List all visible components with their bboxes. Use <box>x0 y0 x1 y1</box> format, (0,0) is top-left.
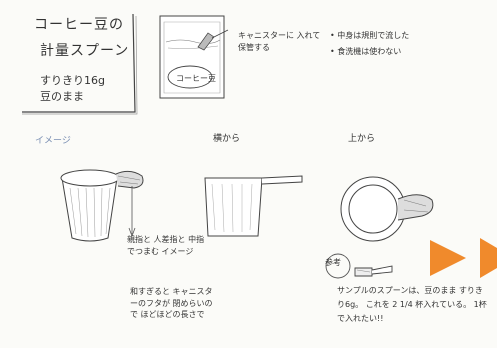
image-view-label: イメージ <box>35 136 71 146</box>
canister-note: キャニスターに 入れて保管する <box>238 31 321 52</box>
note-item1: • 中身は規則で流した <box>330 31 410 40</box>
warn-note: 和すぎると キャニスターのフタが 閉めらいので ほどほどの長さで <box>130 287 213 319</box>
reference-note: サンプルのスプーンは、豆のまま すりきり6g。 これを 2 1/4 杯入れている… <box>337 286 487 323</box>
next-arrow-icon[interactable] <box>430 238 497 278</box>
top-view-label: 上から <box>348 134 376 144</box>
side-view-label: 横から <box>213 134 241 144</box>
side-view-sketch <box>204 175 303 237</box>
canister-sketch <box>159 15 229 99</box>
cup-image-sketch <box>60 169 144 242</box>
title-line2: 計量スプーン <box>40 43 130 59</box>
bean-label: コーヒー豆 <box>176 74 216 83</box>
reference-label: 参考 <box>325 258 341 267</box>
note-item2: • 食洗機は使わない <box>330 47 402 56</box>
top-view-sketch <box>340 176 434 242</box>
title-frame-shadow <box>22 15 138 115</box>
grip-note: 親指と 人差指と 中指でつまむ イメージ <box>127 235 205 256</box>
spec-line1: すりきり16g <box>40 74 105 87</box>
title-line1: コーヒー豆の <box>34 17 124 33</box>
reference-spoon-sketch <box>325 253 393 279</box>
title-frame <box>22 13 136 113</box>
spec-line2: 豆のまま <box>40 90 84 103</box>
